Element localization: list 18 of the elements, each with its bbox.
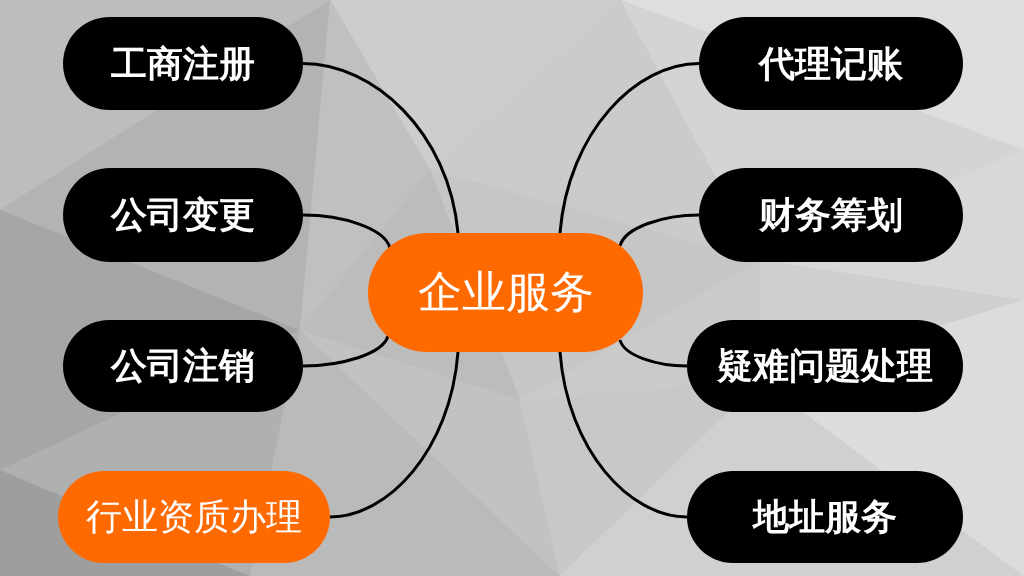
service-pill (63, 320, 303, 412)
service-label: 疑难问题处理 (717, 345, 933, 387)
connector-line (329, 351, 460, 519)
central-topic-label: 企业服务 (417, 267, 594, 318)
connector-line (618, 339, 688, 368)
connector-line (302, 213, 392, 249)
service-label: 代理记账 (759, 42, 903, 85)
service-label: 工商注册 (111, 42, 255, 85)
connector-line (618, 213, 700, 247)
service-label: 地址服务 (753, 496, 897, 538)
connector-line (302, 335, 390, 368)
service-label: 公司注销 (111, 345, 255, 387)
service-label: 公司变更 (111, 194, 255, 236)
service-label: 财务筹划 (759, 194, 903, 236)
connector-line (558, 62, 700, 234)
service-label: 行业资质办理 (86, 496, 302, 538)
connector-line (558, 351, 688, 519)
connector-line (302, 62, 460, 234)
